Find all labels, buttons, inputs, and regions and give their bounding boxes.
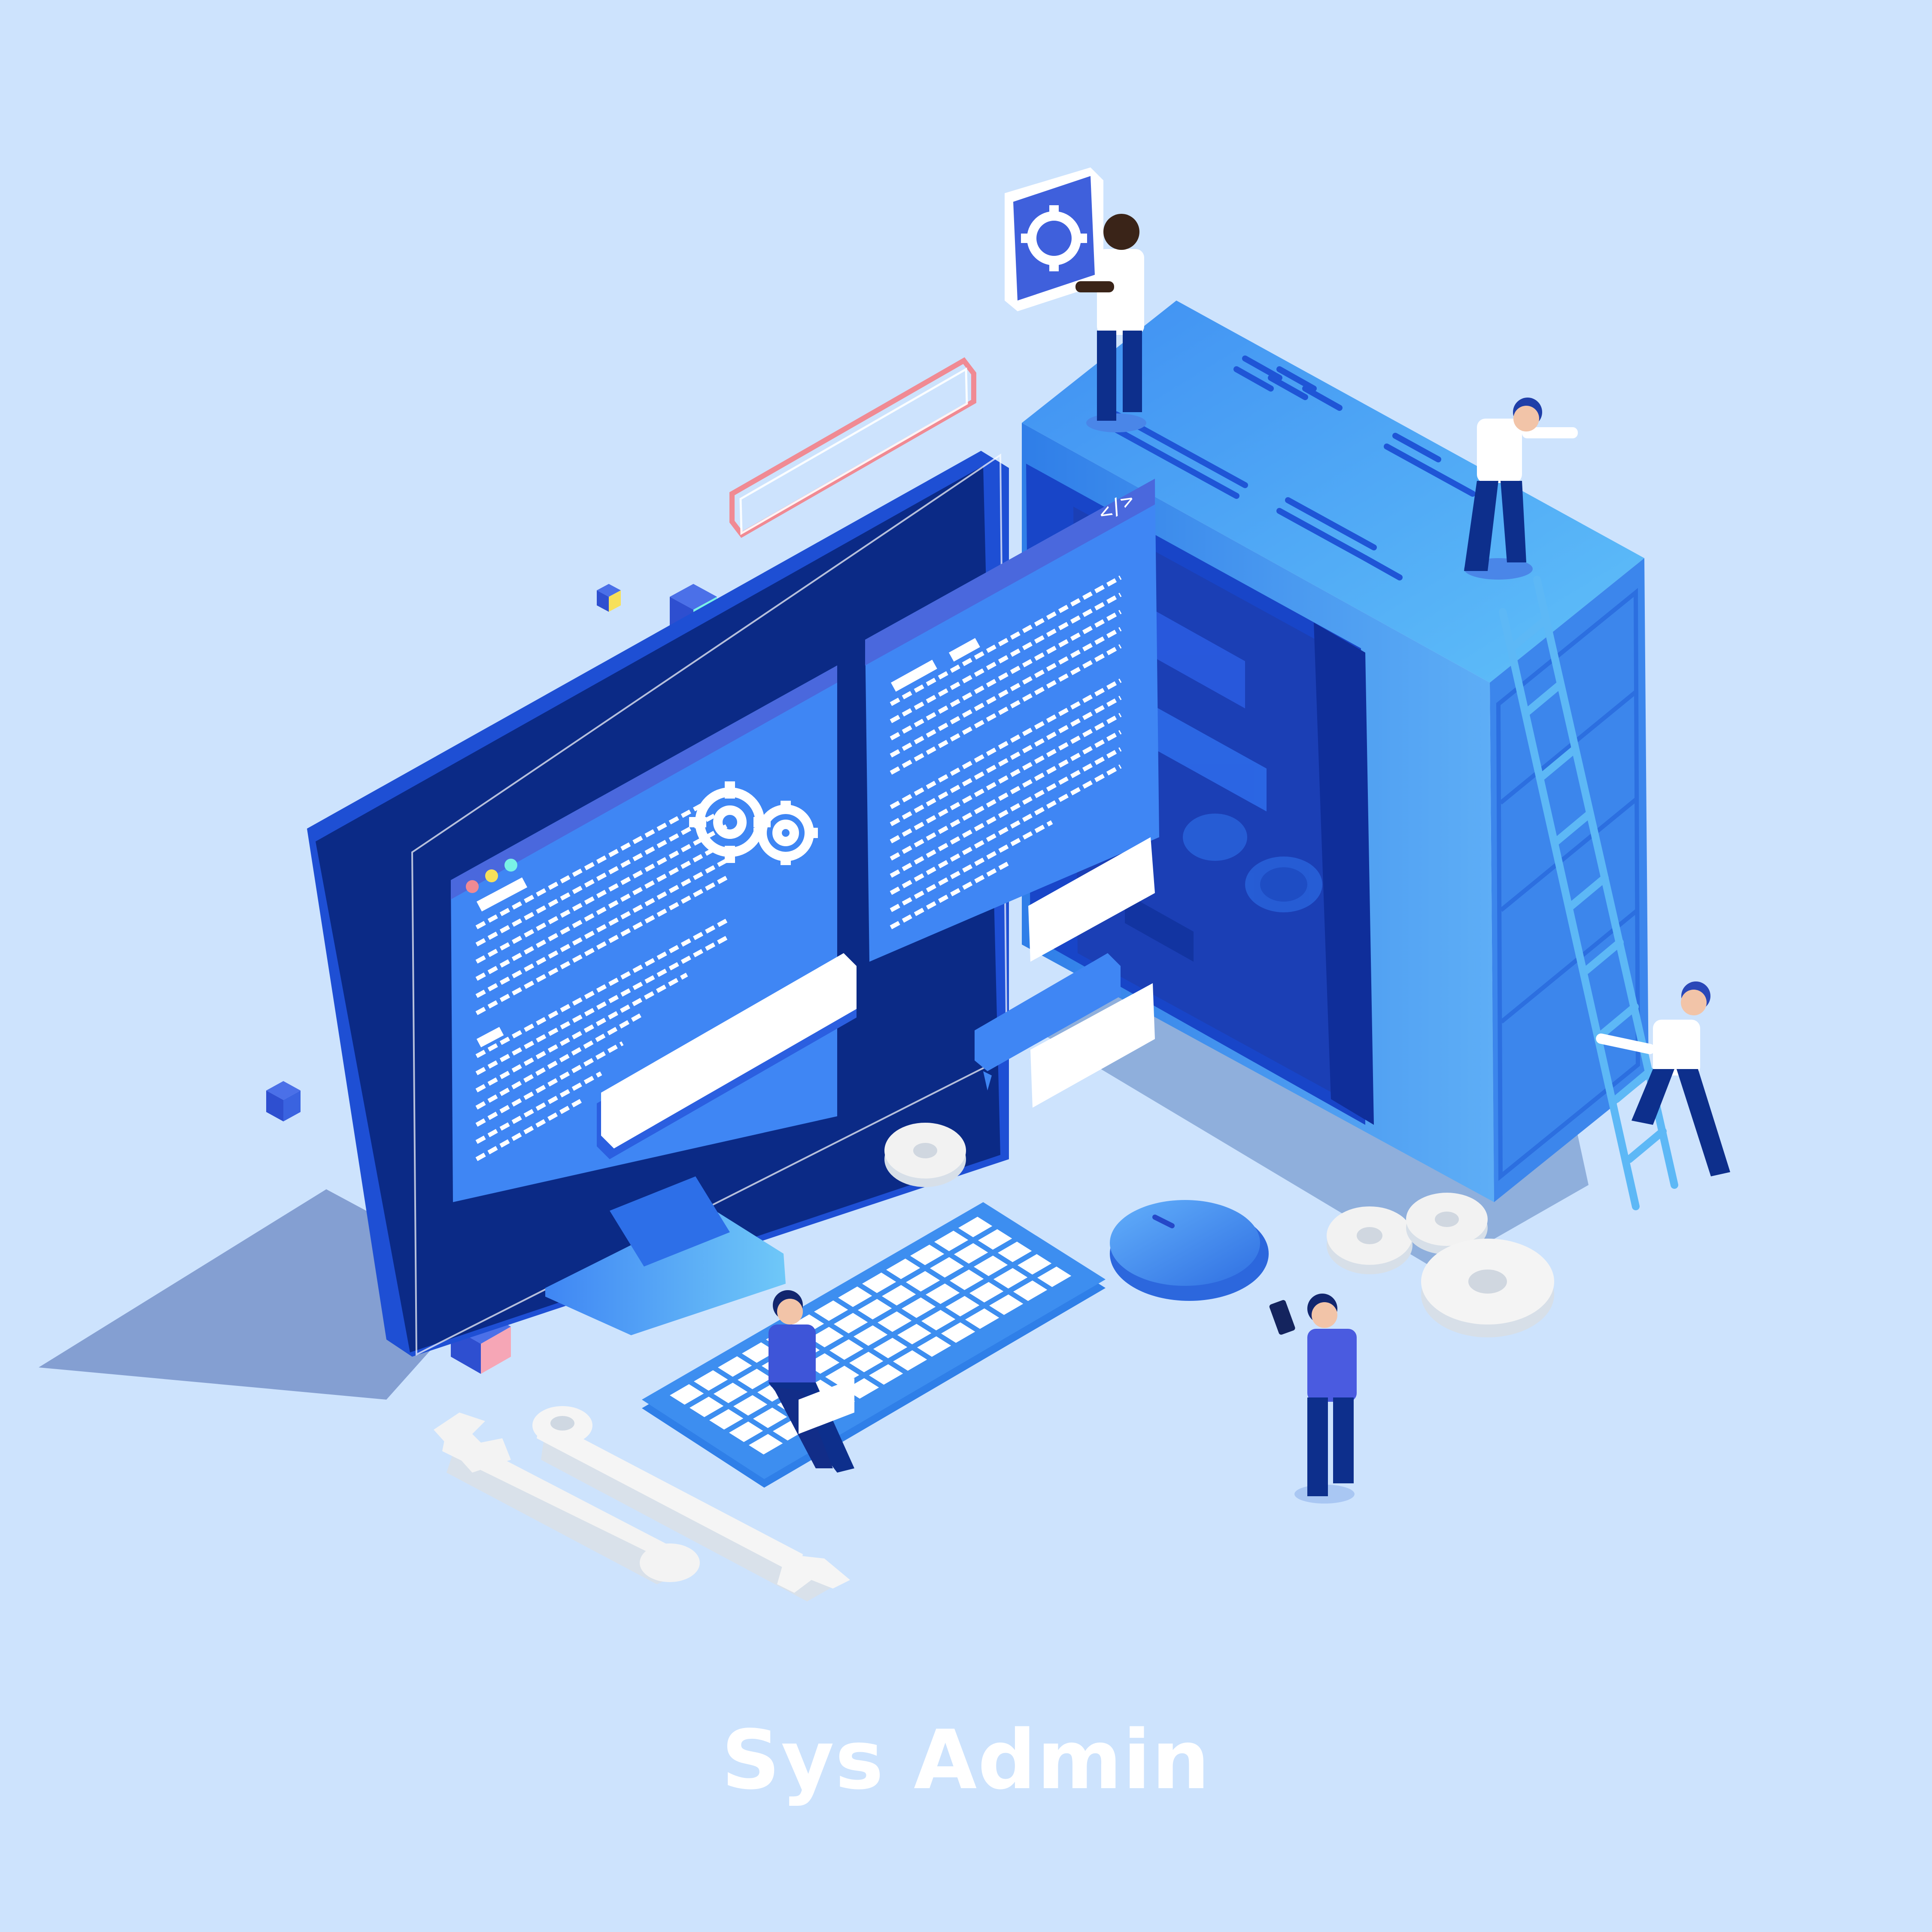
person-with-phone bbox=[1269, 1294, 1357, 1504]
keyboard-key bbox=[1018, 1254, 1052, 1275]
code-window: </> bbox=[865, 479, 1159, 962]
keyboard-key bbox=[917, 1336, 951, 1357]
wrench-icon bbox=[434, 1406, 850, 1601]
keyboard-key bbox=[965, 1308, 999, 1329]
keyboard-key bbox=[690, 1397, 724, 1417]
person-on-server bbox=[1464, 398, 1578, 580]
keyboard-key bbox=[897, 1324, 932, 1345]
person-climbing-ladder bbox=[1596, 981, 1730, 1176]
keyboard-key bbox=[733, 1395, 768, 1416]
keyboard-key bbox=[810, 1327, 844, 1348]
keyboard-key bbox=[941, 1322, 975, 1343]
keyboard-key bbox=[753, 1407, 787, 1428]
keyboard-key bbox=[1013, 1280, 1048, 1301]
window-dot-green bbox=[504, 859, 517, 872]
keyboard-key bbox=[945, 1296, 980, 1317]
gear-icon bbox=[1005, 167, 1103, 311]
keyboard-key bbox=[998, 1242, 1032, 1262]
page-title: Sys Admin bbox=[721, 1713, 1211, 1807]
keyboard-key bbox=[978, 1229, 1012, 1250]
keyboard-key bbox=[989, 1294, 1024, 1315]
keyboard-key bbox=[954, 1243, 988, 1264]
keyboard-key bbox=[709, 1409, 744, 1430]
keyboard-key bbox=[670, 1384, 704, 1405]
keyboard-key bbox=[714, 1382, 748, 1403]
keyboard-key bbox=[893, 1350, 927, 1371]
keyboard-key bbox=[829, 1339, 864, 1360]
window-dot-yellow bbox=[485, 869, 498, 882]
keyboard-key bbox=[910, 1245, 945, 1265]
keyboard-key bbox=[869, 1364, 903, 1385]
keyboard-key bbox=[950, 1270, 984, 1290]
keyboard-key bbox=[694, 1370, 728, 1391]
keyboard-key bbox=[749, 1434, 783, 1455]
keyboard bbox=[642, 1202, 1106, 1488]
keyboard-key bbox=[1037, 1267, 1072, 1287]
keyboard-key bbox=[969, 1282, 1004, 1303]
keyboard-key bbox=[854, 1325, 888, 1346]
monitor-stand bbox=[545, 1206, 786, 1335]
keyboard-key bbox=[958, 1217, 993, 1237]
keyboard-key bbox=[849, 1352, 884, 1373]
keyboard-key bbox=[902, 1297, 936, 1318]
keyboard-key bbox=[742, 1342, 776, 1363]
keyboard-key bbox=[858, 1299, 892, 1320]
keyboard-key bbox=[926, 1283, 960, 1304]
keyboard-key bbox=[882, 1285, 916, 1306]
loose-gears bbox=[884, 1123, 1554, 1337]
keyboard-key bbox=[873, 1338, 908, 1358]
keyboard-key bbox=[814, 1300, 848, 1321]
keyboard-key bbox=[729, 1422, 763, 1442]
search-bar-outline bbox=[729, 357, 976, 538]
keyboard-key bbox=[974, 1255, 1008, 1276]
chat-bubbles bbox=[597, 837, 1155, 1159]
keyboard-key bbox=[738, 1369, 772, 1389]
keyboard-key bbox=[825, 1366, 860, 1386]
keyboard-key bbox=[906, 1271, 940, 1292]
keyboard-key bbox=[862, 1273, 896, 1293]
keyboard-key bbox=[930, 1257, 964, 1278]
window-dot-red bbox=[466, 880, 479, 893]
person-holding-settings bbox=[1075, 214, 1146, 432]
keyboard-key bbox=[934, 1230, 969, 1252]
keyboard-key bbox=[718, 1356, 752, 1377]
keyboard-key bbox=[878, 1311, 912, 1332]
person-sitting-laptop bbox=[769, 1290, 854, 1473]
keyboard-key bbox=[834, 1313, 868, 1334]
keyboard-key bbox=[886, 1258, 920, 1279]
mouse bbox=[1110, 1200, 1269, 1301]
keyboard-key bbox=[838, 1286, 872, 1307]
keyboard-key bbox=[993, 1268, 1028, 1289]
keyboard-key bbox=[921, 1310, 956, 1331]
